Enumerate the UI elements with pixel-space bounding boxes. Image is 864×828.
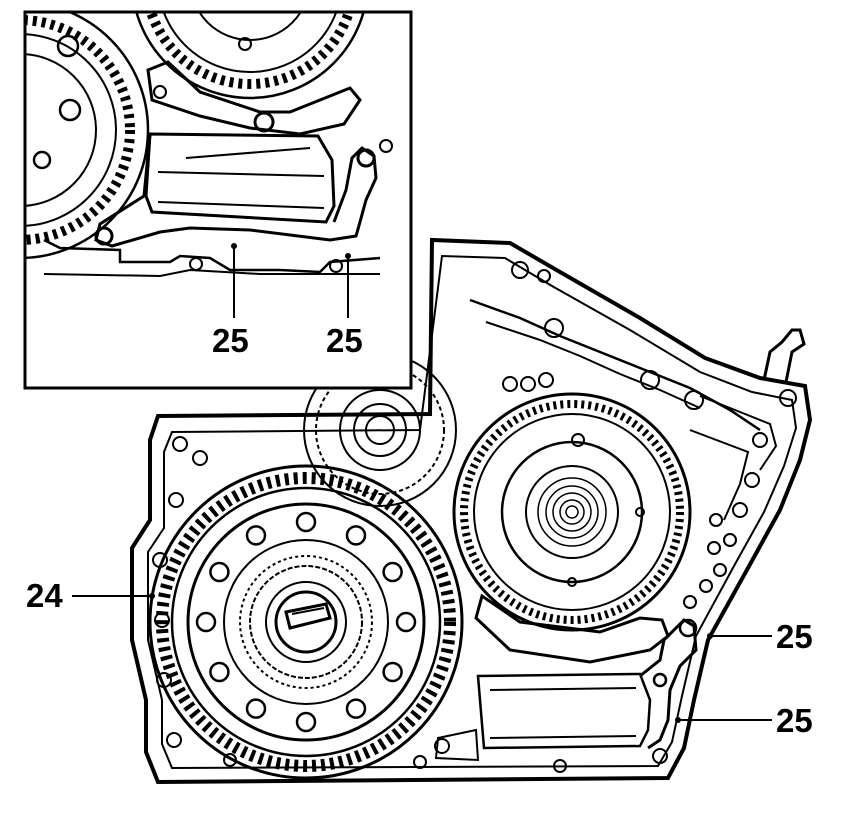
gear-bolt-hole	[395, 611, 417, 633]
callout-25-upper-right: 25	[776, 618, 813, 655]
gear-bolt-hole	[345, 698, 367, 719]
inset-callout-25-right: 25	[326, 322, 363, 359]
gear-bolt-hole	[295, 711, 317, 733]
main-gear-bolt-holes	[195, 511, 417, 733]
lower-gasket-assembly	[434, 593, 698, 762]
gear-bolt-hole	[195, 611, 217, 633]
gear-bolt-hole	[382, 661, 403, 683]
gear-bolt-hole	[209, 661, 230, 683]
inset-detail-view: 25 25	[23, 10, 413, 390]
main-ring-gear	[148, 464, 464, 780]
gear-bolt-hole	[245, 525, 267, 546]
gear-bolt-hole	[345, 525, 367, 546]
transmission-housing	[130, 237, 813, 785]
callout-24: 24	[26, 577, 63, 614]
gear-bolt-hole	[209, 561, 230, 583]
inset-callout-25-left: 25	[212, 322, 249, 359]
gear-bolt-hole	[245, 698, 267, 719]
callout-25-lower-right: 25	[776, 702, 813, 739]
gear-bolt-hole	[295, 511, 317, 533]
right-ring-gear	[452, 392, 692, 632]
gear-bolt-hole	[382, 561, 403, 583]
main-leader-lines	[72, 593, 772, 723]
